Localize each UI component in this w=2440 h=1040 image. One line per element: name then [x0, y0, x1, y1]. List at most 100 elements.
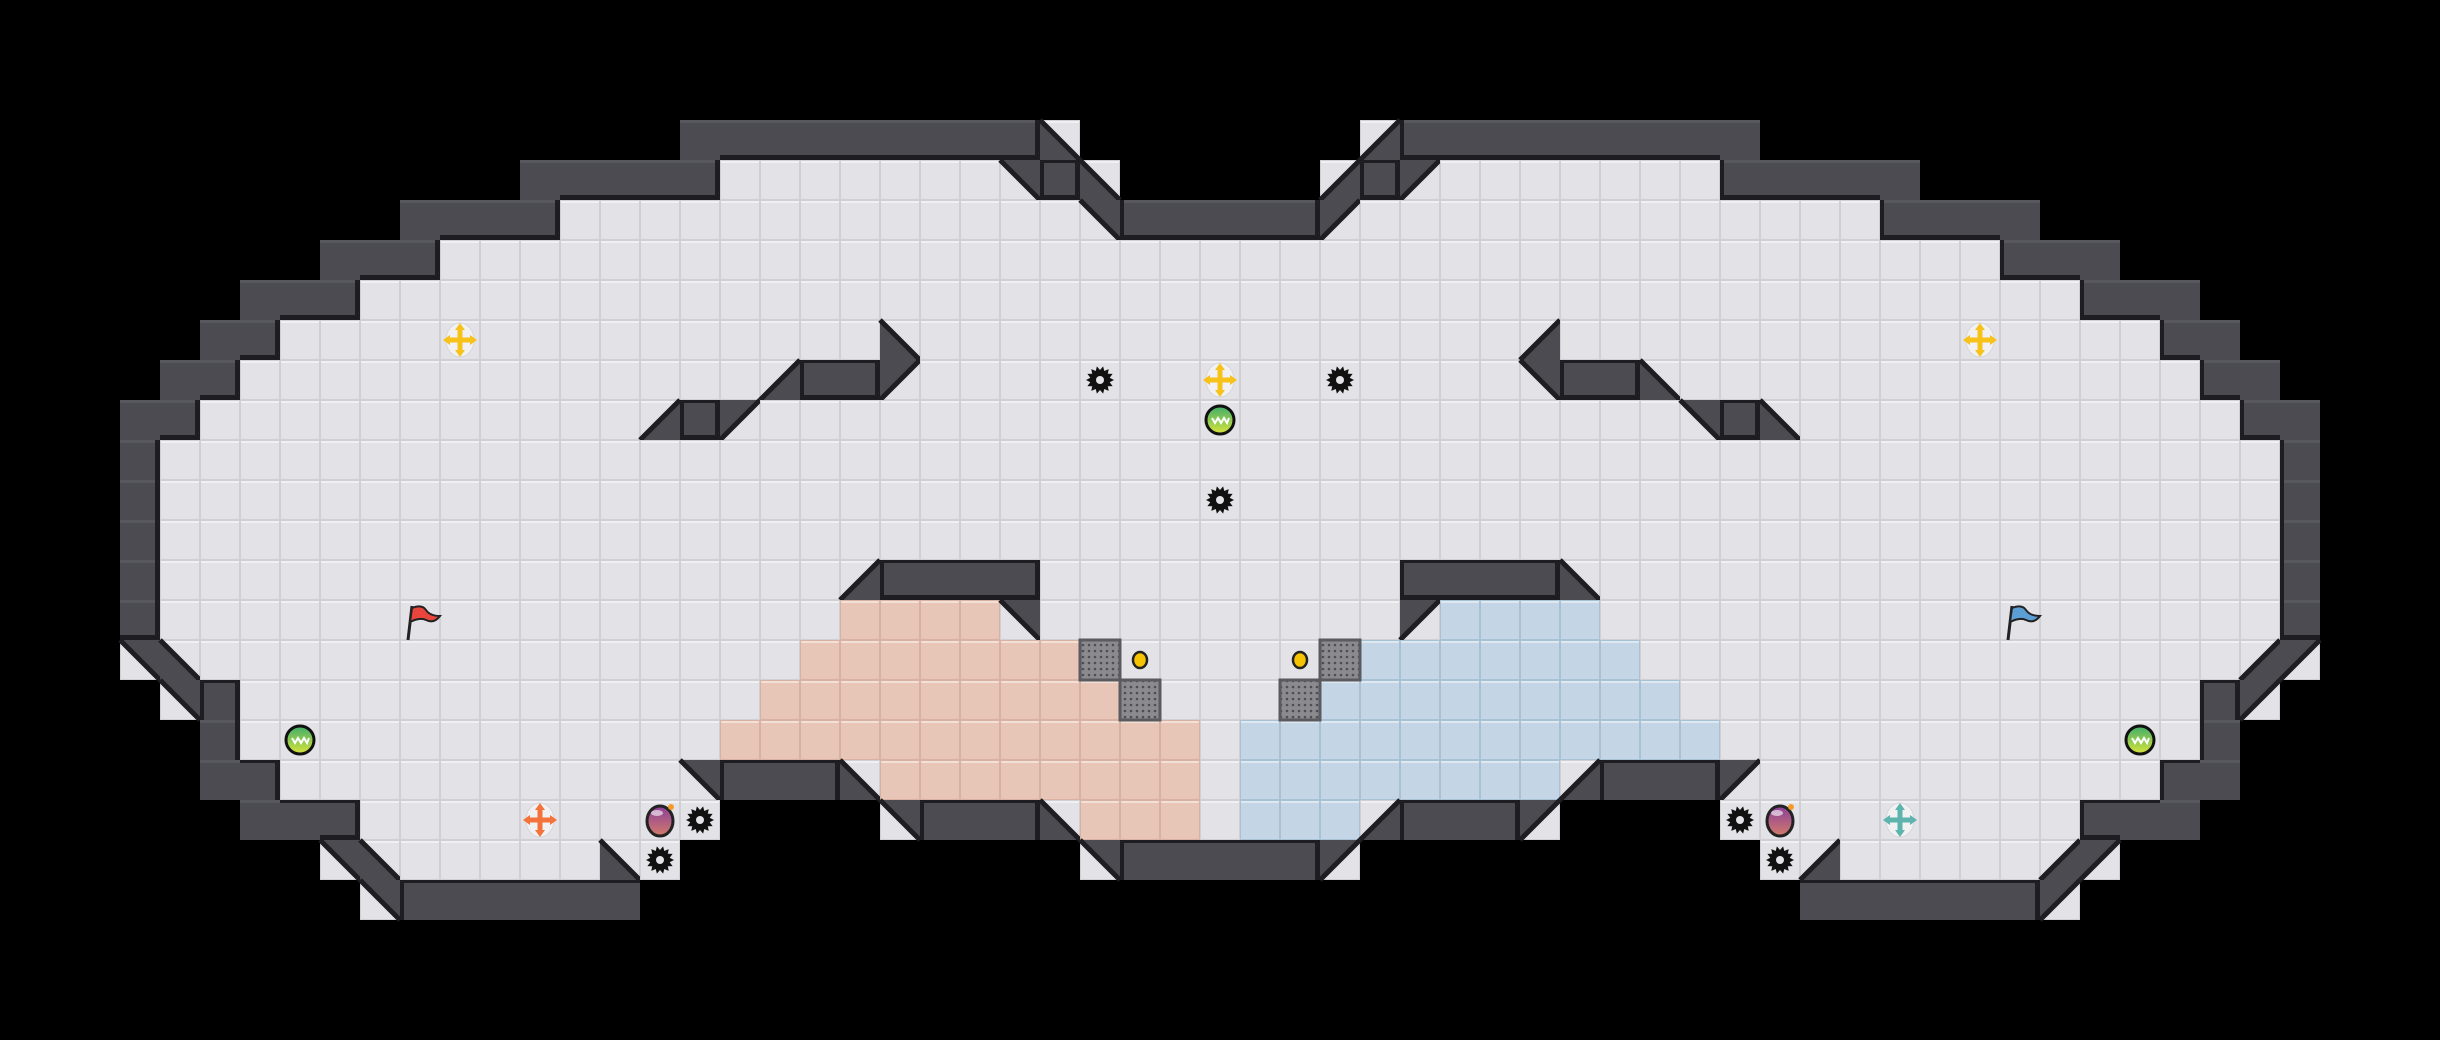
floor-tile [1880, 480, 1920, 520]
floor-tile [1680, 480, 1720, 520]
entity-layer [284, 322, 2156, 874]
floor-tile [400, 840, 440, 880]
wall-tile [240, 800, 280, 840]
red-endzone-tile [1040, 680, 1080, 720]
floor-tile [360, 640, 400, 680]
floor-tile [600, 640, 640, 680]
floor-tile [1720, 320, 1760, 360]
floor-tile [2160, 560, 2200, 600]
diagonal-wall-tile [1358, 118, 1402, 162]
diagonal-wall-tile [1038, 118, 1082, 162]
diagonal-wall-tile [1518, 358, 1562, 402]
floor-tile [1400, 240, 1440, 280]
wall-tile [2280, 600, 2320, 640]
floor-tile [1800, 480, 1840, 520]
floor-tile [1880, 720, 1920, 760]
floor-tile [1040, 600, 1080, 640]
blue-endzone-tile [1520, 640, 1560, 680]
floor-tile [1040, 560, 1080, 600]
blue-endzone-tile [1360, 640, 1400, 680]
wall-tile [1600, 120, 1640, 160]
floor-tile [1840, 720, 1880, 760]
floor-tile [360, 720, 400, 760]
wall-tile [1120, 200, 1160, 240]
red-endzone-tile [880, 640, 920, 680]
floor-tile [520, 400, 560, 440]
floor-tile [1520, 440, 1560, 480]
floor-tile [1320, 320, 1360, 360]
floor-tile [240, 400, 280, 440]
diagonal-wall-tile [718, 398, 762, 442]
red-endzone-tile [1160, 800, 1200, 840]
floor-tile [1960, 440, 2000, 480]
red-endzone-tile [920, 760, 960, 800]
floor-tile [600, 280, 640, 320]
floor-tile [480, 280, 520, 320]
wall-tile [1440, 800, 1480, 840]
blue-endzone-tile [1480, 640, 1520, 680]
floor-tile [2040, 760, 2080, 800]
floor-tile [400, 400, 440, 440]
wall-tile [360, 240, 400, 280]
floor-tile [160, 600, 200, 640]
floor-tile [600, 760, 640, 800]
diagonal-wall-tile [158, 678, 202, 722]
floor-tile [1120, 240, 1160, 280]
floor-tile [1320, 560, 1360, 600]
floor-tile [1240, 360, 1280, 400]
floor-tile [1880, 640, 1920, 680]
floor-tile [1880, 280, 1920, 320]
floor-tile [1200, 560, 1240, 600]
floor-tile [1800, 600, 1840, 640]
wall-tile [200, 360, 240, 400]
floor-tile [1280, 400, 1320, 440]
floor-tile [400, 680, 440, 720]
floor-tile [880, 440, 920, 480]
floor-tile [880, 160, 920, 200]
floor-tile [2000, 720, 2040, 760]
floor-tile [1440, 400, 1480, 440]
floor-tile [440, 240, 480, 280]
floor-tile [200, 480, 240, 520]
boost-icon [1203, 362, 1237, 398]
floor-tile [800, 560, 840, 600]
wall-tile [680, 160, 720, 200]
floor-tile [560, 800, 600, 840]
floor-tile [1880, 400, 1920, 440]
floor-tile [1240, 560, 1280, 600]
floor-tile [960, 440, 1000, 480]
floor-tile [1720, 640, 1760, 680]
wall-tile [1480, 120, 1520, 160]
floor-tile [360, 280, 400, 320]
blue-endzone-tile [1480, 720, 1520, 760]
floor-tile [2160, 400, 2200, 440]
floor-tile [960, 280, 1000, 320]
floor-tile [640, 520, 680, 560]
floor-tile [1600, 600, 1640, 640]
red-endzone-tile [1040, 720, 1080, 760]
floor-tile [680, 440, 720, 480]
floor-tile [2000, 480, 2040, 520]
floor-tile [1840, 240, 1880, 280]
floor-tile [1720, 440, 1760, 480]
floor-tile [880, 240, 920, 280]
wall-tile [440, 880, 480, 920]
floor-tile [560, 400, 600, 440]
floor-tile [1280, 320, 1320, 360]
floor-tile [1400, 480, 1440, 520]
floor-tile [600, 440, 640, 480]
blue-endzone-tile [1240, 720, 1280, 760]
blue-endzone-tile [1560, 680, 1600, 720]
floor-tile [1680, 240, 1720, 280]
wall-tile [560, 160, 600, 200]
floor-tile [1080, 520, 1120, 560]
red-endzone-tile [880, 720, 920, 760]
blue-endzone-tile [1560, 640, 1600, 680]
floor-tile [760, 320, 800, 360]
floor-tile [720, 200, 760, 240]
floor-tile [2000, 680, 2040, 720]
wall-tile [160, 400, 200, 440]
floor-tile [1640, 600, 1680, 640]
blue-endzone-tile [1320, 680, 1360, 720]
floor-tile [1920, 440, 1960, 480]
